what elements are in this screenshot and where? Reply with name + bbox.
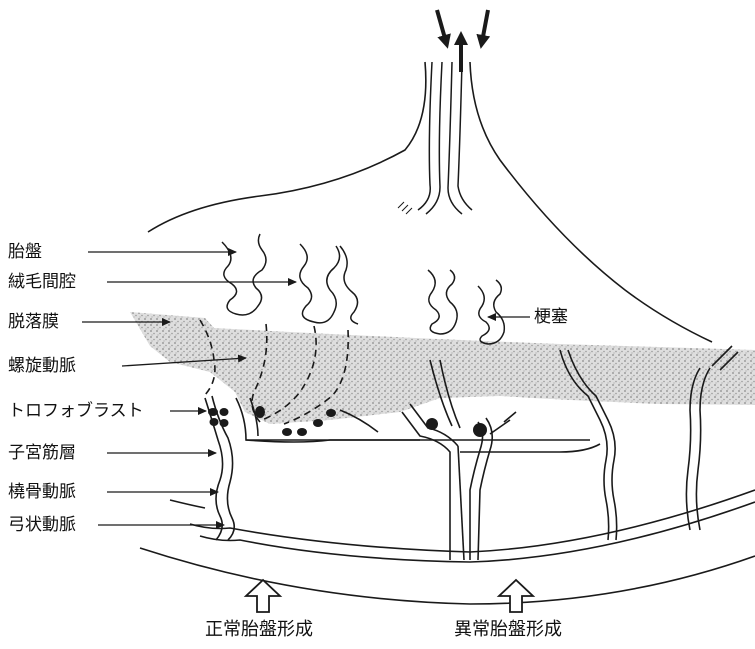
hollow-up-arrow-icon [499,580,533,612]
label-trophoblast: トロフォブラスト [8,401,144,421]
label-radial-artery: 橈骨動脈 [8,482,76,502]
label-arcuate-artery: 弓状動脈 [8,515,76,535]
label-myometrium: 子宮筋層 [8,443,76,463]
umbilical-cord [398,62,472,214]
label-spiral-artery: 螺旋動脈 [8,356,76,376]
chorionic-villi [222,234,504,344]
blood-flow-arrows-icon [437,10,488,72]
hollow-up-arrow-icon [246,580,280,612]
caption-abnormal-placentation: 異常胎盤形成 [454,620,562,640]
label-infarct: 梗塞 [534,307,568,327]
label-intervillous-space: 絨毛間腔 [8,272,76,292]
normal-placentation-marker [246,580,280,612]
label-placenta: 胎盤 [8,242,42,262]
caption-normal-placentation: 正常胎盤形成 [205,620,313,640]
decidua-band [130,312,755,424]
label-decidua: 脱落膜 [8,312,59,332]
abnormal-placentation-marker [499,580,533,612]
